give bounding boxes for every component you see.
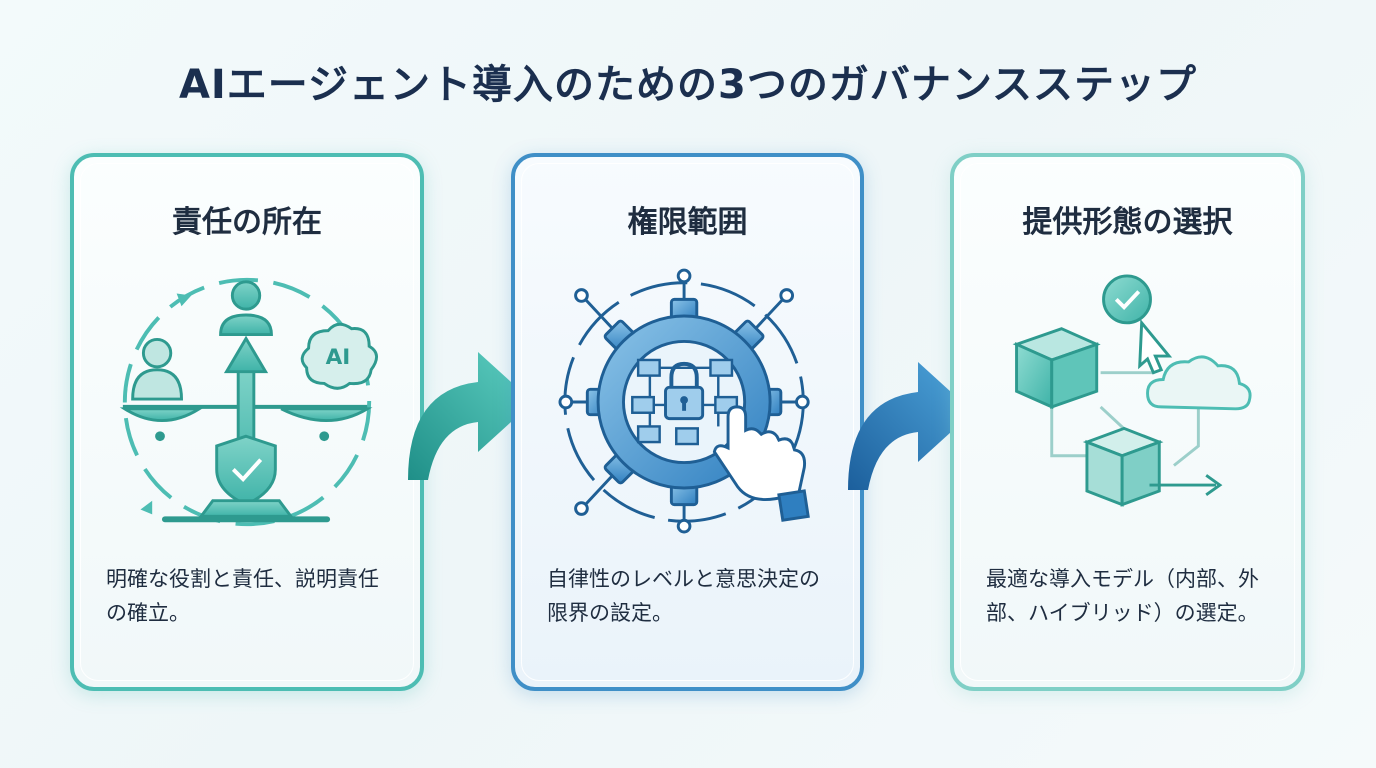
arrow-right-icon — [408, 352, 533, 480]
ai-brain-label: AI — [326, 345, 351, 370]
step-title: 提供形態の選択 — [1022, 205, 1233, 240]
gear-lock-network-icon — [558, 268, 810, 534]
step-card-delivery-model: 提供形態の選択 — [950, 153, 1305, 691]
step-card-authority-scope: 権限範囲 — [511, 153, 864, 691]
step-description: 明確な役割と責任、説明責任の確立。 — [106, 567, 379, 625]
step-description: 最適な導入モデル（内部、外部、ハイブリッド）の選定。 — [986, 567, 1259, 625]
deployment-model-icon — [1012, 274, 1252, 507]
step-card-accountability: 責任の所在 AI 明確な役割と責任、説明 — [70, 153, 424, 691]
step-title: 権限範囲 — [627, 205, 748, 240]
arrow-right-icon — [848, 362, 973, 490]
step-description: 自律性のレベルと意思決定の限界の設定。 — [547, 567, 820, 625]
responsibility-scale-icon: AI — [119, 277, 378, 527]
page-title: AIエージェント導入のための3つのガバナンスステップ — [178, 62, 1198, 108]
step-title: 責任の所在 — [172, 205, 322, 240]
